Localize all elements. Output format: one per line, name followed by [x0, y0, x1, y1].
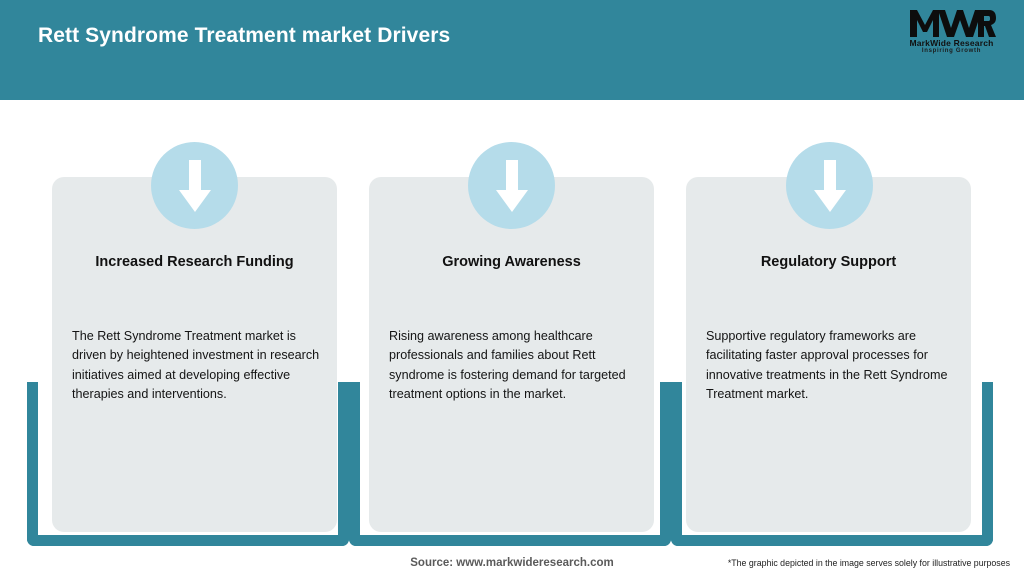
logo-tagline: Inspiring Growth — [921, 48, 982, 54]
card-title-3: Regulatory Support — [760, 254, 897, 270]
disclaimer-note: *The graphic depicted in the image serve… — [727, 558, 1010, 568]
driver-card-3[interactable]: Regulatory Support Supportive regulatory… — [686, 177, 971, 532]
down-arrow-glyph — [813, 159, 846, 212]
down-arrow-icon-2 — [468, 142, 555, 229]
mwr-monogram-icon — [909, 10, 996, 37]
source-caption: Source: www.markwideresearch.com — [410, 557, 614, 569]
brand-logo: MarkWide Research Inspiring Growth — [899, 8, 1004, 60]
down-arrow-glyph — [178, 159, 211, 212]
card-title-2: Growing Awareness — [442, 254, 581, 270]
driver-card-1[interactable]: Increased Research Funding The Rett Synd… — [52, 177, 337, 532]
card-body-2: Rising awareness among healthcare profes… — [389, 329, 626, 401]
card-title-1: Increased Research Funding — [95, 254, 294, 270]
driver-card-2[interactable]: Growing Awareness Rising awareness among… — [369, 177, 654, 532]
down-arrow-icon-3 — [786, 142, 873, 229]
card-bracket-2 — [349, 382, 671, 546]
card-bracket-3 — [671, 382, 993, 546]
header-band: Rett Syndrome Treatment market Drivers M… — [0, 0, 1024, 100]
logo-company-name: MarkWide Research — [909, 38, 994, 48]
card-body-3: Supportive regulatory frameworks are fac… — [706, 329, 948, 401]
page-title: Rett Syndrome Treatment market Drivers — [38, 24, 451, 47]
down-arrow-glyph — [495, 159, 528, 212]
card-body-1: The Rett Syndrome Treatment market is dr… — [72, 329, 320, 401]
down-arrow-icon-1 — [151, 142, 238, 229]
card-bracket-1 — [27, 382, 349, 546]
